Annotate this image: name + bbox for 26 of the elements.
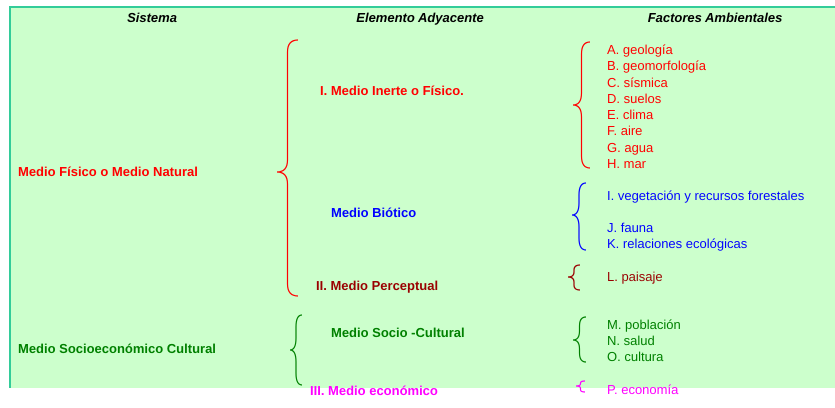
list-item: D. suelos: [607, 91, 662, 107]
list-item: A. geología: [607, 42, 674, 58]
list-item: O. cultura: [607, 349, 664, 365]
list-item: N. salud: [607, 333, 656, 349]
category-label: III. Medio económico: [310, 383, 438, 399]
list-item: F. aire: [607, 123, 644, 139]
category-label: Medio Biótico: [331, 205, 416, 221]
list-item: J. fauna: [607, 220, 654, 236]
column-header: Sistema: [127, 10, 177, 26]
list-item: K. relaciones ecológicas: [607, 236, 748, 252]
list-item: M. población: [607, 317, 682, 333]
list-item: P. economía: [607, 382, 680, 398]
category-label: I. Medio Inerte o Físico.: [320, 83, 464, 99]
list-item: L. paisaje: [607, 269, 664, 285]
list-item: G. agua: [607, 140, 654, 156]
category-label: Medio Socio -Cultural: [331, 325, 465, 341]
column-header: Factores Ambientales: [648, 10, 782, 26]
category-label: Medio Socioeconómico Cultural: [18, 341, 217, 357]
list-item: I. vegetación y recursos forestales: [607, 188, 806, 204]
category-label: Medio Físico o Medio Natural: [18, 164, 198, 180]
list-item: H. mar: [607, 156, 647, 172]
list-item: C. sísmica: [607, 75, 669, 91]
column-header: Elemento Adyacente: [356, 10, 484, 26]
list-item: B. geomorfología: [607, 58, 708, 74]
list-item: E. clima: [607, 107, 654, 123]
category-label: II. Medio Perceptual: [316, 278, 438, 294]
